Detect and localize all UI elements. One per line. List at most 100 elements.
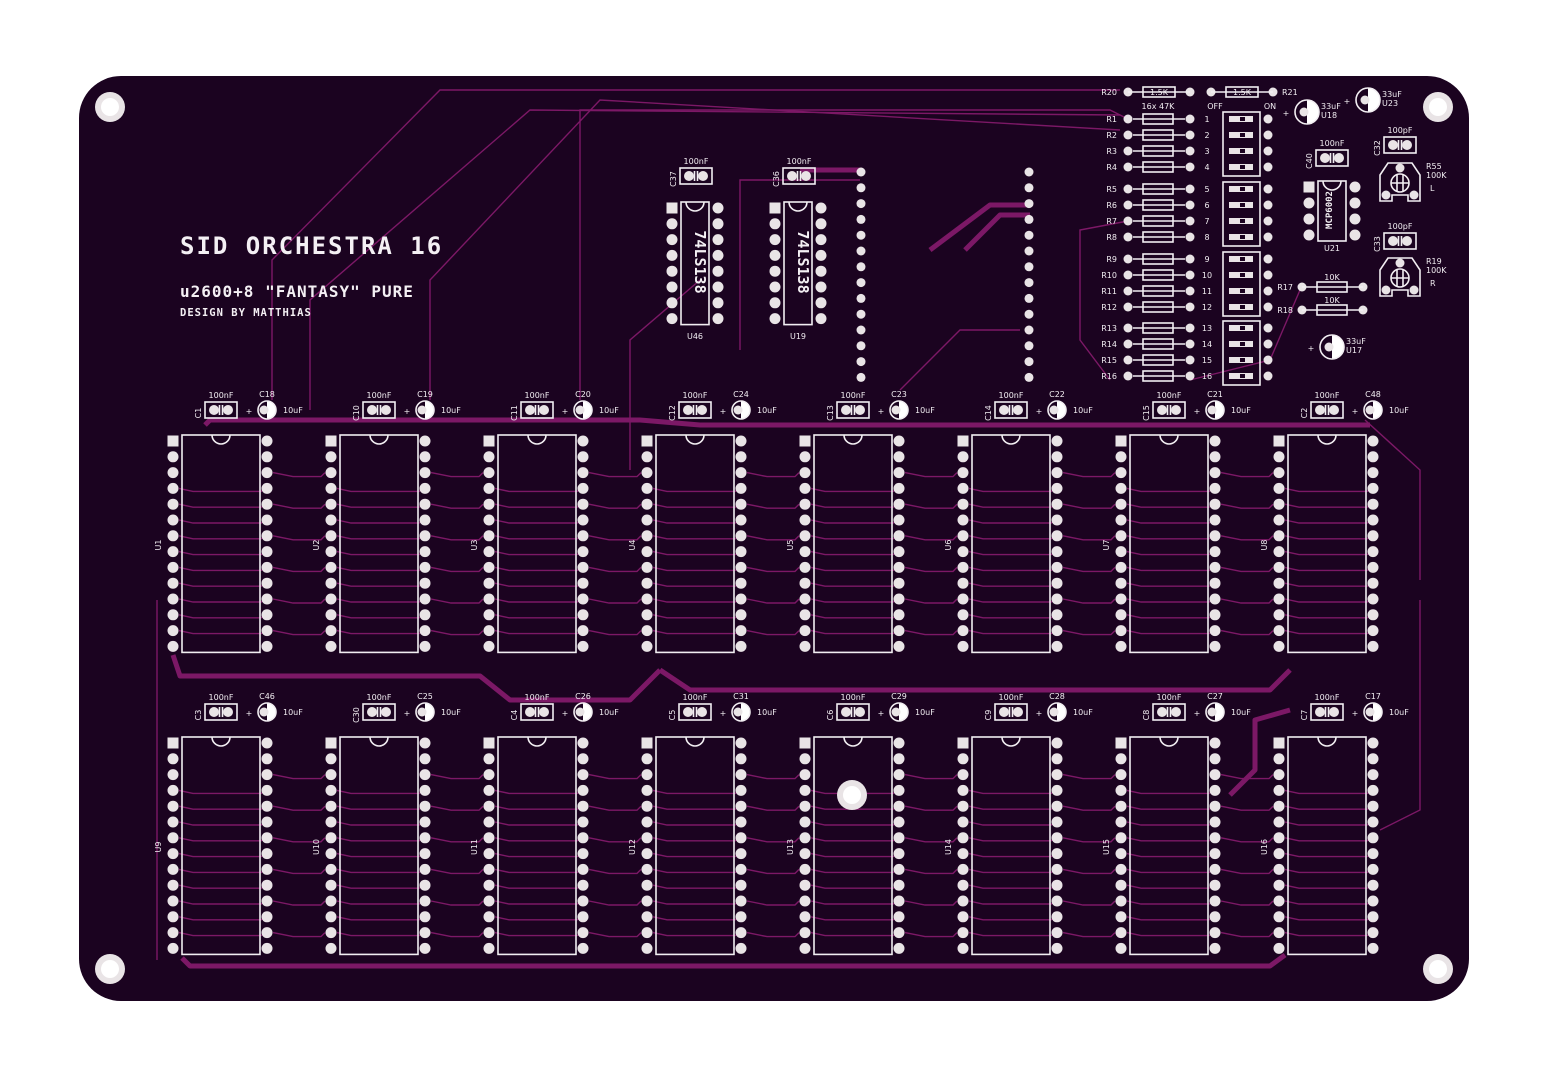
trimmer-outline — [1379, 257, 1421, 297]
pin-pad — [1051, 577, 1063, 589]
sid-socket-u2 — [339, 434, 419, 654]
pin-pad — [957, 753, 969, 765]
cap-pad — [1365, 707, 1375, 717]
electrolytic-outline — [1047, 400, 1067, 420]
cap-pad — [891, 405, 901, 415]
switch-pad — [1263, 146, 1273, 156]
capacitor-outline — [1310, 401, 1344, 419]
pin-pad — [893, 561, 905, 573]
trimmer-pad — [1381, 285, 1391, 295]
trace — [1220, 629, 1274, 636]
dip-switch-slider — [1240, 219, 1245, 223]
cap-pad — [855, 405, 865, 415]
capacitor-ref: C33 — [1373, 236, 1382, 252]
pin-pad — [1273, 451, 1285, 463]
electrolytic-ref: C20 — [575, 390, 591, 399]
socket-ref: U9 — [154, 842, 163, 853]
pin-pad — [1273, 942, 1285, 954]
socket-ref: U4 — [628, 540, 637, 551]
pin-pad — [893, 530, 905, 542]
pin-pad — [261, 753, 273, 765]
pin-pad — [167, 753, 179, 765]
cap-pad — [381, 405, 391, 415]
pin-pad — [1115, 784, 1127, 796]
pin-pad — [893, 911, 905, 923]
pin-pad — [712, 297, 724, 309]
pin-pad — [735, 577, 747, 589]
pin-pad — [641, 769, 653, 781]
trace — [1220, 535, 1274, 541]
trace — [1220, 503, 1274, 509]
resistor-body — [1142, 301, 1174, 313]
pin-pad — [1209, 769, 1221, 781]
resistor-ref: R4 — [1106, 163, 1117, 172]
pin-pad — [641, 435, 653, 447]
pin-pad — [735, 927, 747, 939]
header-pin — [856, 167, 866, 177]
resistor-body — [1316, 281, 1348, 293]
pin1-notch — [527, 736, 547, 747]
electrolytic-outline — [257, 400, 277, 420]
trace — [430, 837, 484, 843]
pin-pad — [799, 927, 811, 939]
pin-pad — [577, 911, 589, 923]
socket-ref: U5 — [786, 540, 795, 551]
pin-pad — [325, 467, 337, 479]
trace — [1220, 805, 1274, 811]
switch-number: 2 — [1204, 131, 1209, 140]
trace — [1364, 419, 1421, 580]
pin-pad — [1115, 498, 1127, 510]
resistor-pad — [1185, 254, 1195, 264]
pin-pad — [893, 784, 905, 796]
trace — [430, 629, 484, 636]
pin-pad — [577, 435, 589, 447]
pin-pad — [957, 514, 969, 526]
pin-pad — [957, 737, 969, 749]
socket-ref: U1 — [154, 540, 163, 551]
pin-pad — [1209, 927, 1221, 939]
pin-pad — [419, 879, 431, 891]
pin-pad — [1051, 942, 1063, 954]
electrolytic-outline — [573, 400, 593, 420]
trace — [1079, 220, 1129, 381]
trace — [1062, 805, 1116, 811]
switch-pad — [1263, 339, 1273, 349]
trace — [588, 598, 642, 604]
chip-outline — [813, 736, 893, 956]
trimmer-pad — [1409, 285, 1419, 295]
resistor-pad — [1123, 146, 1133, 156]
pin-pad — [641, 753, 653, 765]
sid-socket-u8 — [1287, 434, 1367, 654]
trimmer-pad — [1395, 258, 1405, 268]
pin-pad — [769, 297, 781, 309]
pin-pad — [261, 895, 273, 907]
pin-pad — [735, 609, 747, 621]
pin-pad — [1051, 435, 1063, 447]
resistor-ref: R14 — [1101, 340, 1117, 349]
pin-pad — [325, 498, 337, 510]
chip-outline — [497, 736, 577, 956]
power-trace — [928, 202, 1030, 252]
resistor-ref: R3 — [1106, 147, 1117, 156]
pin-pad — [577, 927, 589, 939]
pin-pad — [167, 435, 179, 447]
trace — [904, 837, 958, 843]
header-pin — [1024, 309, 1034, 319]
pin-pad — [577, 879, 589, 891]
pin-pad — [261, 561, 273, 573]
pin-pad — [261, 435, 273, 447]
cap-pad — [1315, 707, 1325, 717]
pin-pad — [799, 593, 811, 605]
resistor-value: 1.5K — [1150, 88, 1169, 97]
pin-pad — [1051, 467, 1063, 479]
dip-switch-slider — [1240, 203, 1245, 207]
pin-pad — [577, 942, 589, 954]
switch-number: 16 — [1202, 372, 1212, 381]
trace — [746, 629, 800, 636]
trace — [904, 566, 958, 573]
pin1-notch — [1159, 434, 1179, 445]
cap-pad — [999, 707, 1009, 717]
pin1-notch — [1159, 736, 1179, 747]
pin-pad — [483, 467, 495, 479]
resistor-body — [1142, 338, 1174, 350]
